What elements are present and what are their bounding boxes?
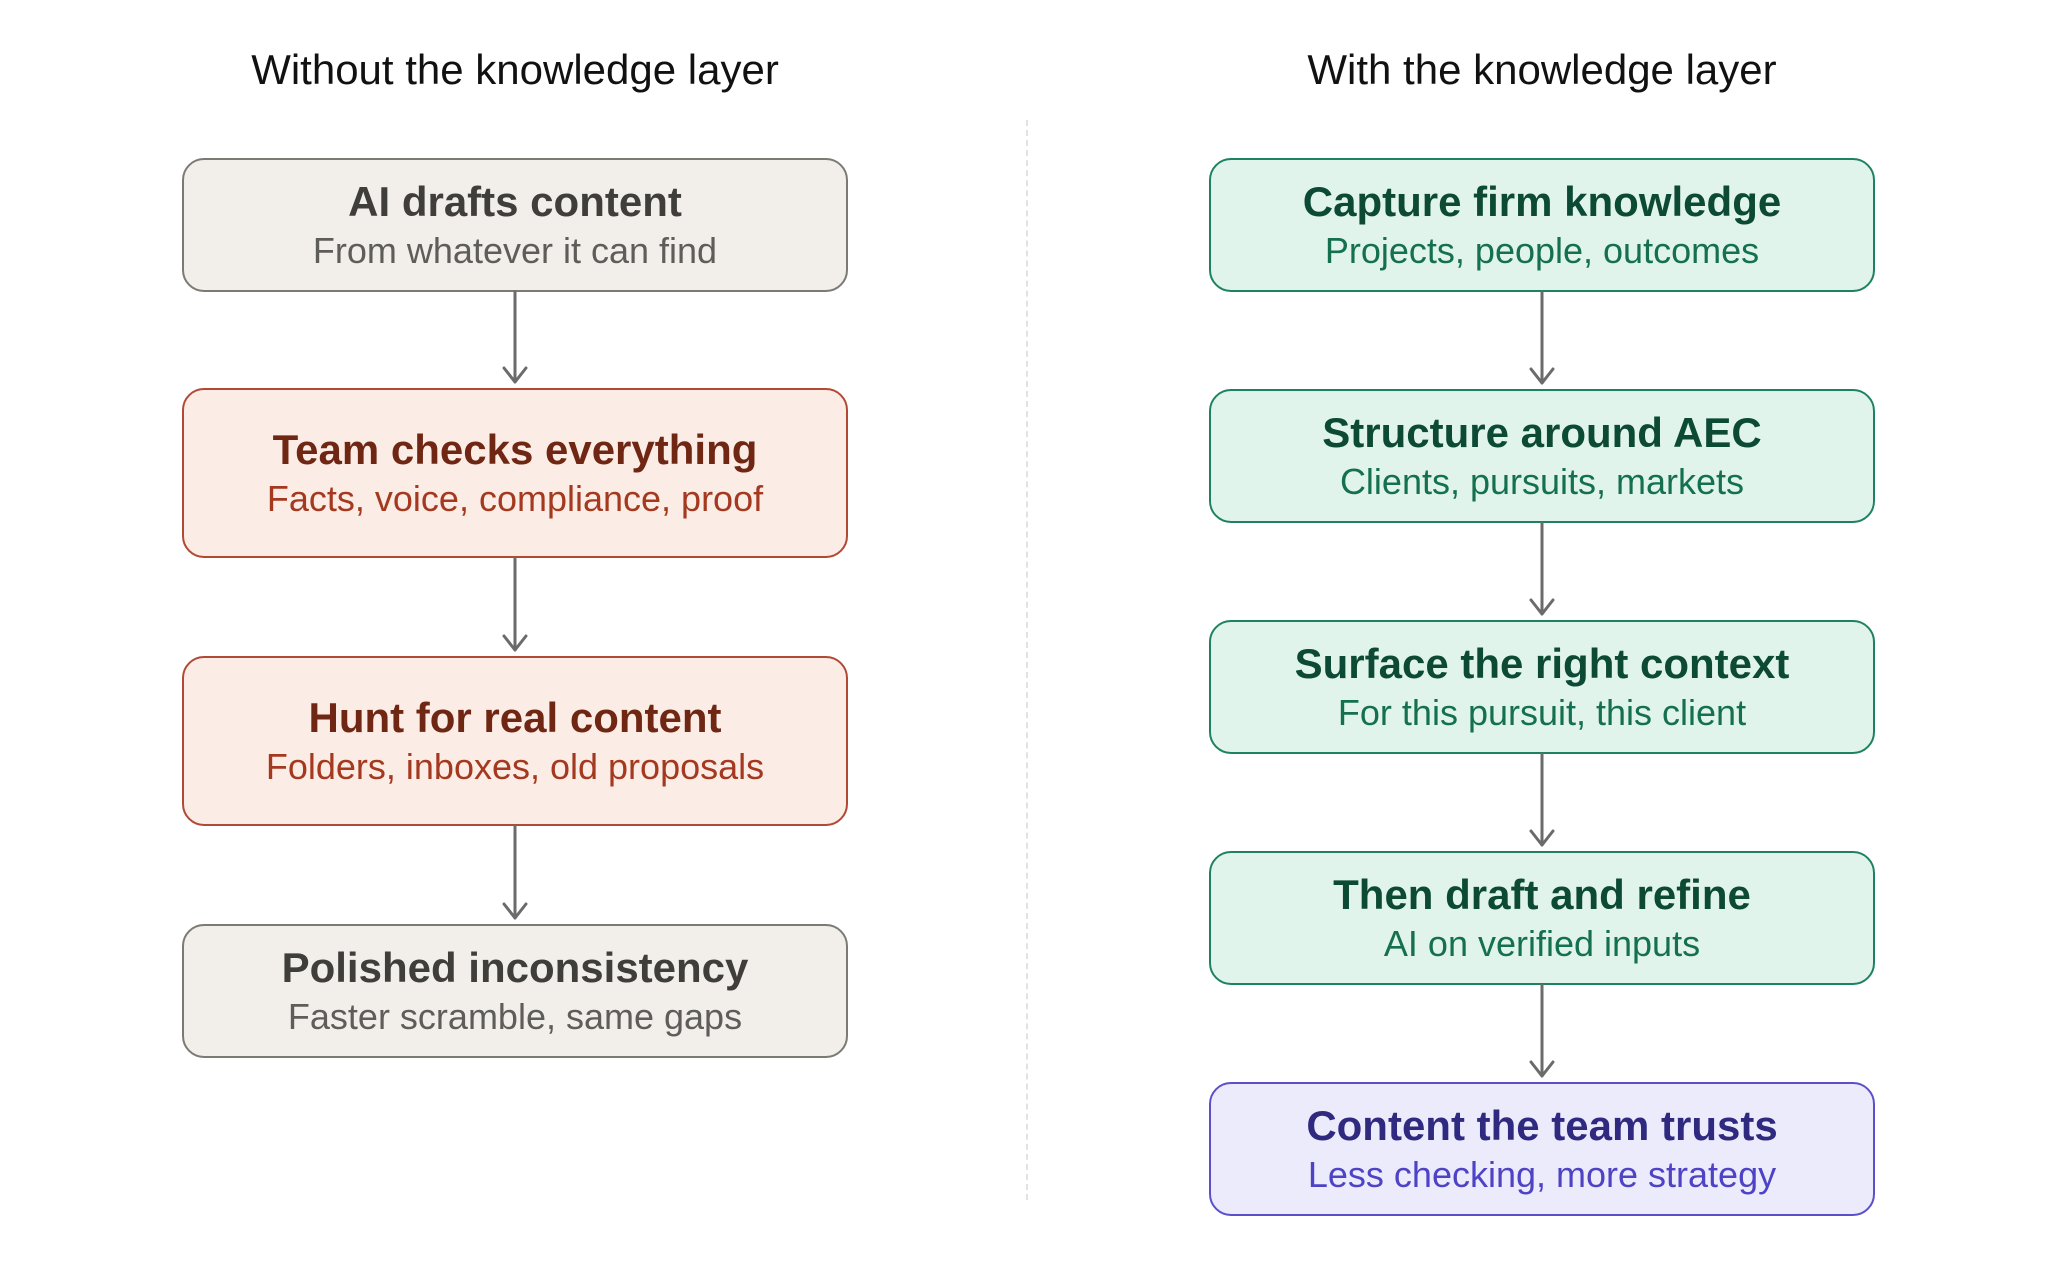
right-column-title: With the knowledge layer	[1307, 46, 1777, 93]
left-step-2-subtitle: Facts, voice, compliance, proof	[266, 478, 764, 519]
right-step-2-title: Structure around AEC	[1322, 409, 1762, 456]
right-arrow-4	[1529, 983, 1555, 1078]
column-divider	[1026, 120, 1028, 1200]
right-step-3-title: Surface the right context	[1294, 640, 1790, 687]
right-step-2-box: Structure around AEC Clients, pursuits, …	[1209, 389, 1875, 523]
right-step-5-subtitle: Less checking, more strategy	[1307, 1154, 1777, 1195]
right-step-1-title: Capture firm knowledge	[1302, 178, 1782, 225]
right-arrow-1	[1529, 290, 1555, 385]
right-step-2-subtitle: Clients, pursuits, markets	[1339, 461, 1745, 502]
left-step-4-subtitle: Faster scramble, same gaps	[287, 996, 743, 1037]
left-step-3-title: Hunt for real content	[308, 694, 722, 741]
left-step-4-box: Polished inconsistency Faster scramble, …	[182, 924, 848, 1058]
left-column-title: Without the knowledge layer	[251, 46, 779, 93]
right-step-1-box: Capture firm knowledge Projects, people,…	[1209, 158, 1875, 292]
right-step-3-subtitle: For this pursuit, this client	[1337, 692, 1747, 733]
left-step-1-box: AI drafts content From whatever it can f…	[182, 158, 848, 292]
left-arrow-1	[502, 290, 528, 384]
left-step-1-subtitle: From whatever it can find	[312, 230, 718, 271]
left-step-2-title: Team checks everything	[272, 426, 758, 473]
right-step-3-box: Surface the right context For this pursu…	[1209, 620, 1875, 754]
right-step-1-subtitle: Projects, people, outcomes	[1324, 230, 1760, 271]
left-arrow-3	[502, 824, 528, 920]
left-step-3-box: Hunt for real content Folders, inboxes, …	[182, 656, 848, 826]
right-arrow-2	[1529, 521, 1555, 616]
right-step-4-title: Then draft and refine	[1333, 871, 1751, 918]
right-step-5-box: Content the team trusts Less checking, m…	[1209, 1082, 1875, 1216]
left-step-2-box: Team checks everything Facts, voice, com…	[182, 388, 848, 558]
left-step-4-title: Polished inconsistency	[281, 944, 749, 991]
left-step-3-subtitle: Folders, inboxes, old proposals	[265, 746, 765, 787]
right-step-5-title: Content the team trusts	[1306, 1102, 1778, 1149]
right-step-4-subtitle: AI on verified inputs	[1383, 923, 1701, 964]
right-arrow-3	[1529, 752, 1555, 847]
left-arrow-2	[502, 556, 528, 652]
right-step-4-box: Then draft and refine AI on verified inp…	[1209, 851, 1875, 985]
left-step-1-title: AI drafts content	[348, 178, 682, 225]
